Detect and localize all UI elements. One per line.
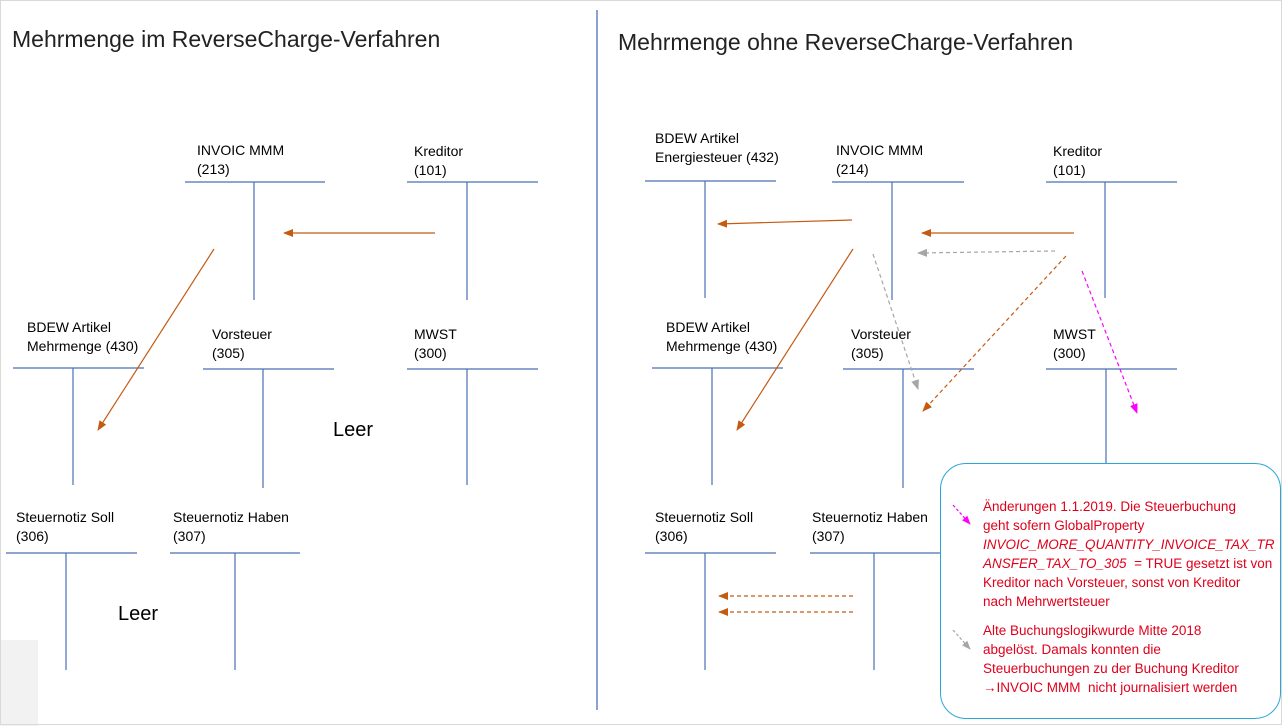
- t-account-mwst-300-left: [407, 368, 538, 485]
- t-account-vorsteuer-305-left: [203, 368, 334, 488]
- t-account-soll-306-left: [6, 552, 137, 670]
- label-line: (214): [836, 161, 869, 177]
- t-account-haben-307-right: [810, 552, 940, 670]
- label-line: (305): [851, 345, 884, 361]
- label-line: Steuernotiz Soll: [16, 509, 115, 525]
- label-soll-306-left: Steuernotiz Soll (306): [16, 508, 114, 546]
- label-line: (101): [1053, 162, 1086, 178]
- legend-note-old-logic: Alte Buchungslogikwurde Mitte 2018 abgel…: [983, 621, 1278, 697]
- label-line: Kreditor: [1053, 143, 1103, 159]
- t-account-bdew-430-left: [13, 367, 144, 485]
- note-line: Steuerbuchungen zu der Buchung Kreditor: [983, 661, 1239, 676]
- arrow-kreditor-to-mwst: [1081, 270, 1138, 414]
- label-vorsteuer-305-right: Vorsteuer (305): [851, 325, 911, 363]
- label-mwst-300-left: MWST (300): [414, 325, 457, 363]
- right-panel-title: Mehrmenge ohne ReverseCharge-Verfahren: [618, 29, 1074, 55]
- label-mwst-300-right: MWST (300): [1053, 325, 1096, 363]
- label-bdew-430-left: BDEW Artikel Mehrmenge (430): [27, 318, 138, 356]
- label-line: INVOIC MMM: [836, 142, 924, 158]
- arrow-invoic-to-bdew-430-right: [736, 248, 854, 431]
- label-line: INVOIC MMM: [197, 142, 285, 158]
- label-haben-307-left: Steuernotiz Haben (307): [173, 508, 289, 546]
- label-line: (300): [1053, 345, 1086, 361]
- label-line: (101): [414, 162, 447, 178]
- label-line: BDEW Artikel: [27, 319, 112, 335]
- label-line: Vorsteuer: [212, 326, 272, 342]
- note-line: INVOIC_MORE_QUANTITY_INVOICE_TAX_TR: [983, 535, 1278, 554]
- note-line: →INVOIC MMM nicht journalisiert werden: [983, 680, 1238, 695]
- t-account-vorsteuer-305-right: [843, 368, 974, 488]
- leer-label-2: Leer: [118, 603, 159, 625]
- arrow-kreditor-to-vorsteuer: [922, 255, 1067, 412]
- label-line: (306): [16, 528, 49, 544]
- t-account-bdew-432: [645, 180, 776, 298]
- label-line: Steuernotiz Soll: [655, 509, 754, 525]
- global-property-name: INVOIC_MORE_QUANTITY_INVOICE_TAX_TR: [983, 537, 1275, 552]
- legend-note-new-logic: Änderungen 1.1.2019. Die Steuerbuchung g…: [983, 497, 1278, 611]
- note-line: nach Mehrwertsteuer: [983, 594, 1110, 609]
- label-line: Steuernotiz Haben: [173, 509, 289, 525]
- t-account-soll-306-right: [645, 552, 776, 670]
- label-line: Energiesteuer (432): [655, 149, 779, 165]
- note-line: ANSFER_TAX_TO_305 = TRUE gesetzt ist von: [983, 554, 1278, 573]
- arrow-old-invoic-to-vorsteuer: [872, 253, 919, 390]
- label-invoic-213: INVOIC MMM (213): [197, 141, 284, 179]
- label-line: Steuernotiz Haben: [812, 509, 928, 525]
- arrow-old-kreditor-to-invoic: [917, 248, 1056, 257]
- label-kreditor-101-left: Kreditor (101): [414, 142, 463, 180]
- label-vorsteuer-305-left: Vorsteuer (305): [212, 325, 272, 363]
- label-line: Mehrmenge (430): [27, 338, 139, 354]
- label-line: (300): [414, 345, 447, 361]
- arrow-invoic-to-bdew-left: [97, 248, 215, 431]
- label-soll-306-right: Steuernotiz Soll (306): [655, 508, 753, 546]
- t-account-bdew-430-right: [652, 367, 783, 485]
- label-bdew-432: BDEW Artikel Energiesteuer (432): [655, 129, 779, 167]
- t-account-kreditor-101-left: [407, 181, 538, 300]
- note-line: geht sofern GlobalProperty: [983, 518, 1145, 533]
- label-haben-307-right: Steuernotiz Haben (307): [812, 508, 928, 546]
- label-line: BDEW Artikel: [655, 130, 740, 146]
- label-line: (307): [173, 528, 206, 544]
- note-fragment: = TRUE gesetzt ist von: [1126, 556, 1273, 571]
- left-panel-title: Mehrmenge im ReverseCharge-Verfahren: [12, 26, 441, 52]
- label-line: Mehrmenge (430): [666, 338, 778, 354]
- label-line: BDEW Artikel: [666, 319, 751, 335]
- note-line: Alte Buchungslogikwurde Mitte 2018: [983, 623, 1202, 638]
- note-line: abgelöst. Damals konnten die: [983, 642, 1161, 657]
- label-line: (305): [212, 345, 245, 361]
- global-property-name-end: ANSFER_TAX_TO_305: [983, 556, 1127, 571]
- label-line: (307): [812, 528, 845, 544]
- label-invoic-214: INVOIC MMM (214): [836, 141, 923, 179]
- label-line: MWST: [1053, 326, 1096, 342]
- note-line: Änderungen 1.1.2019. Die Steuerbuchung: [983, 499, 1236, 514]
- t-account-haben-307-left: [170, 552, 300, 670]
- label-line: (213): [197, 161, 230, 177]
- legend-box: [940, 463, 1281, 719]
- label-line: MWST: [414, 326, 457, 342]
- leer-label-1: Leer: [333, 419, 374, 441]
- label-line: Kreditor: [414, 143, 464, 159]
- arrow-invoic-to-bdew-432: [717, 219, 853, 228]
- label-bdew-430-right: BDEW Artikel Mehrmenge (430): [666, 318, 777, 356]
- note-line: Kreditor nach Vorsteuer, sonst von Kredi…: [983, 575, 1241, 590]
- t-account-kreditor-101-right: [1046, 181, 1177, 298]
- label-line: (306): [655, 528, 688, 544]
- t-account-invoic-214: [832, 181, 964, 300]
- label-line: Vorsteuer: [851, 326, 911, 342]
- label-kreditor-101-right: Kreditor (101): [1053, 142, 1102, 180]
- slide-corner-shade: [0, 640, 38, 726]
- t-account-invoic-213: [185, 181, 325, 300]
